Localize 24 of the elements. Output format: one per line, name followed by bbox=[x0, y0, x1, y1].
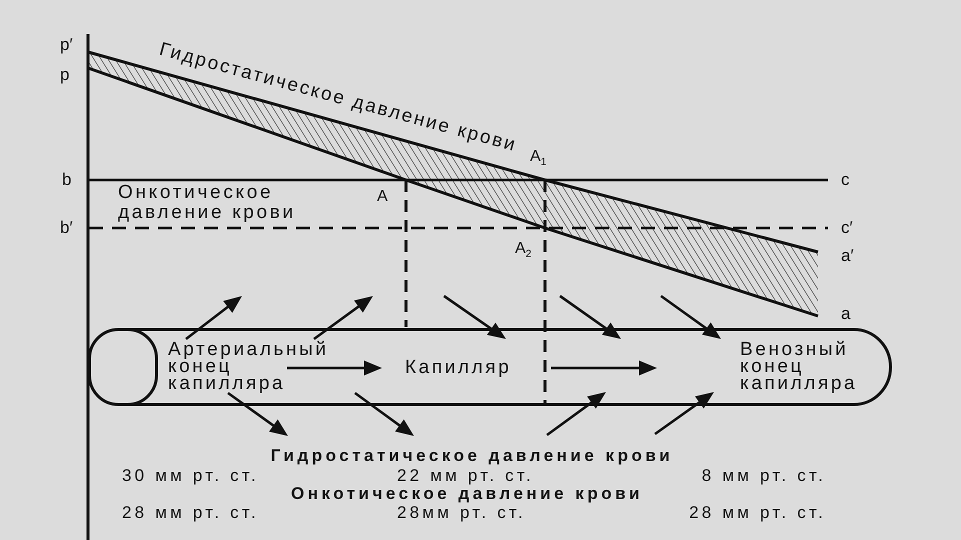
line-label: a bbox=[841, 305, 850, 322]
pressure-value: 28 мм рт. ст. bbox=[689, 504, 826, 522]
line-label: a′ bbox=[841, 247, 854, 264]
graph-note: Онкотическое давление крови bbox=[118, 183, 297, 223]
section-heading: Гидростатическое давление крови bbox=[270, 447, 674, 465]
pressure-value: 30 мм рт. ст. bbox=[122, 467, 259, 485]
point-label: A$_{2}$ bbox=[515, 240, 532, 257]
pressure-value: 8 мм рт. ст. bbox=[702, 467, 826, 485]
line-label: p bbox=[60, 66, 70, 83]
tube-label: Артериальный конец капилляра bbox=[168, 341, 329, 392]
line-label: b bbox=[62, 171, 72, 188]
section-heading: Онкотическое давление крови bbox=[291, 485, 643, 503]
tube-label: Венозный конец капилляра bbox=[740, 341, 858, 392]
line-label: c bbox=[841, 171, 850, 188]
point-label: A bbox=[377, 188, 388, 205]
capillary-tube bbox=[88, 328, 892, 406]
line-label: c′ bbox=[841, 219, 853, 236]
point-label: A$_{1}$ bbox=[530, 148, 546, 165]
line-label: b′ bbox=[60, 219, 73, 236]
pressure-value: 22 мм рт. ст. bbox=[397, 467, 534, 485]
line-label: p′ bbox=[60, 36, 73, 53]
pressure-value: 28 мм рт. ст. bbox=[122, 504, 259, 522]
tube-label: Капилляр bbox=[405, 359, 512, 376]
pressure-value: 28мм рт. ст. bbox=[397, 504, 526, 522]
